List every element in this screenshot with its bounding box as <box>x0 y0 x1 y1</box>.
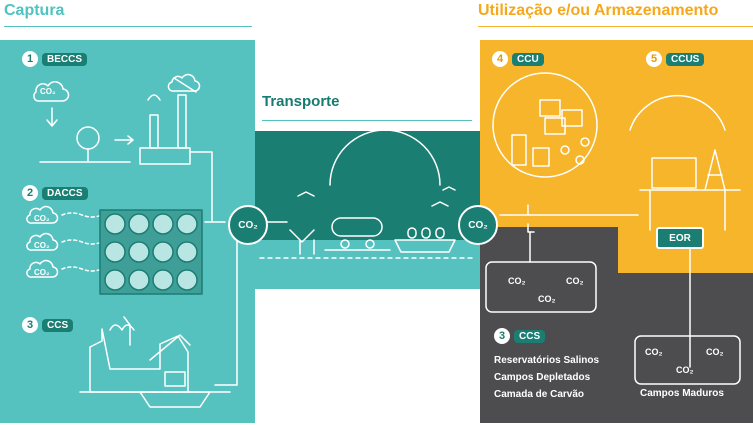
co2-maduros-3: CO₂ <box>676 365 694 375</box>
beccs-badge: 1 BECCS <box>22 51 88 67</box>
ccu-number: 4 <box>492 51 508 67</box>
utilizacao-underline <box>478 26 753 27</box>
co2-hub-transport: CO₂ <box>458 205 498 245</box>
ccu-label: CCU <box>512 52 544 66</box>
transport-illustration <box>259 129 476 259</box>
armazenamento-panel <box>480 227 618 423</box>
beccs-number: 1 <box>22 51 38 67</box>
ccs-storage-label: CCS <box>514 329 546 343</box>
co2-storage-2: CO₂ <box>566 276 584 286</box>
daccs-number: 2 <box>22 185 38 201</box>
campos-maduros-label: Campos Maduros <box>640 388 724 399</box>
ccus-illustration <box>629 94 741 368</box>
ccs-list-item: Campos Depletados <box>494 372 591 383</box>
ccus-badge: 5 CCUS <box>646 51 705 67</box>
daccs-badge: 2 DACCS <box>22 185 88 201</box>
captura-underline <box>4 26 252 27</box>
storage-illustration <box>485 223 741 385</box>
co2-daccs-label-3: CO₂ <box>34 268 50 277</box>
co2-maduros-1: CO₂ <box>645 347 663 357</box>
co2-beccs-label: CO₂ <box>40 87 56 96</box>
ccs-storage-number: 3 <box>494 328 510 344</box>
co2-daccs-label-1: CO₂ <box>34 214 50 223</box>
co2-hub-capture: CO₂ <box>228 205 268 245</box>
utilizacao-title: Utilização e/ou Armazenamento <box>478 2 719 19</box>
ccs-list-item: Reservatórios Salinos <box>494 355 600 366</box>
ccs-storage-badge: 3 CCS <box>494 328 546 344</box>
ccu-illustration <box>492 72 639 216</box>
ccs-capture-number: 3 <box>22 317 38 333</box>
ccs-capture-badge: 3 CCS <box>22 317 74 333</box>
daccs-illustration <box>26 205 226 278</box>
ccs-storage-list: Reservatórios Salinos Campos Depletados … <box>494 352 599 403</box>
beccs-label: BECCS <box>42 52 88 66</box>
beccs-illustration <box>33 73 213 223</box>
captura-title: Captura <box>4 2 65 19</box>
co2-storage-1: CO₂ <box>508 276 526 286</box>
ccs-capture-label: CCS <box>42 318 74 332</box>
ccus-label: CCUS <box>666 52 705 66</box>
campos-maduros-panel <box>618 273 753 423</box>
transporte-underline <box>262 120 472 121</box>
daccs-fans <box>99 209 203 295</box>
transporte-title: Transporte <box>262 93 340 110</box>
co2-daccs-label-2: CO₂ <box>34 241 50 250</box>
ccu-badge: 4 CCU <box>492 51 544 67</box>
transporte-ground <box>255 240 480 289</box>
ccs-capture-illustration <box>79 234 238 408</box>
co2-maduros-2: CO₂ <box>706 347 724 357</box>
ccs-list-item: Camada de Carvão <box>494 389 585 400</box>
ccus-number: 5 <box>646 51 662 67</box>
co2-storage-3: CO₂ <box>538 294 556 304</box>
daccs-label: DACCS <box>42 186 88 200</box>
eor-label: EOR <box>656 227 704 249</box>
